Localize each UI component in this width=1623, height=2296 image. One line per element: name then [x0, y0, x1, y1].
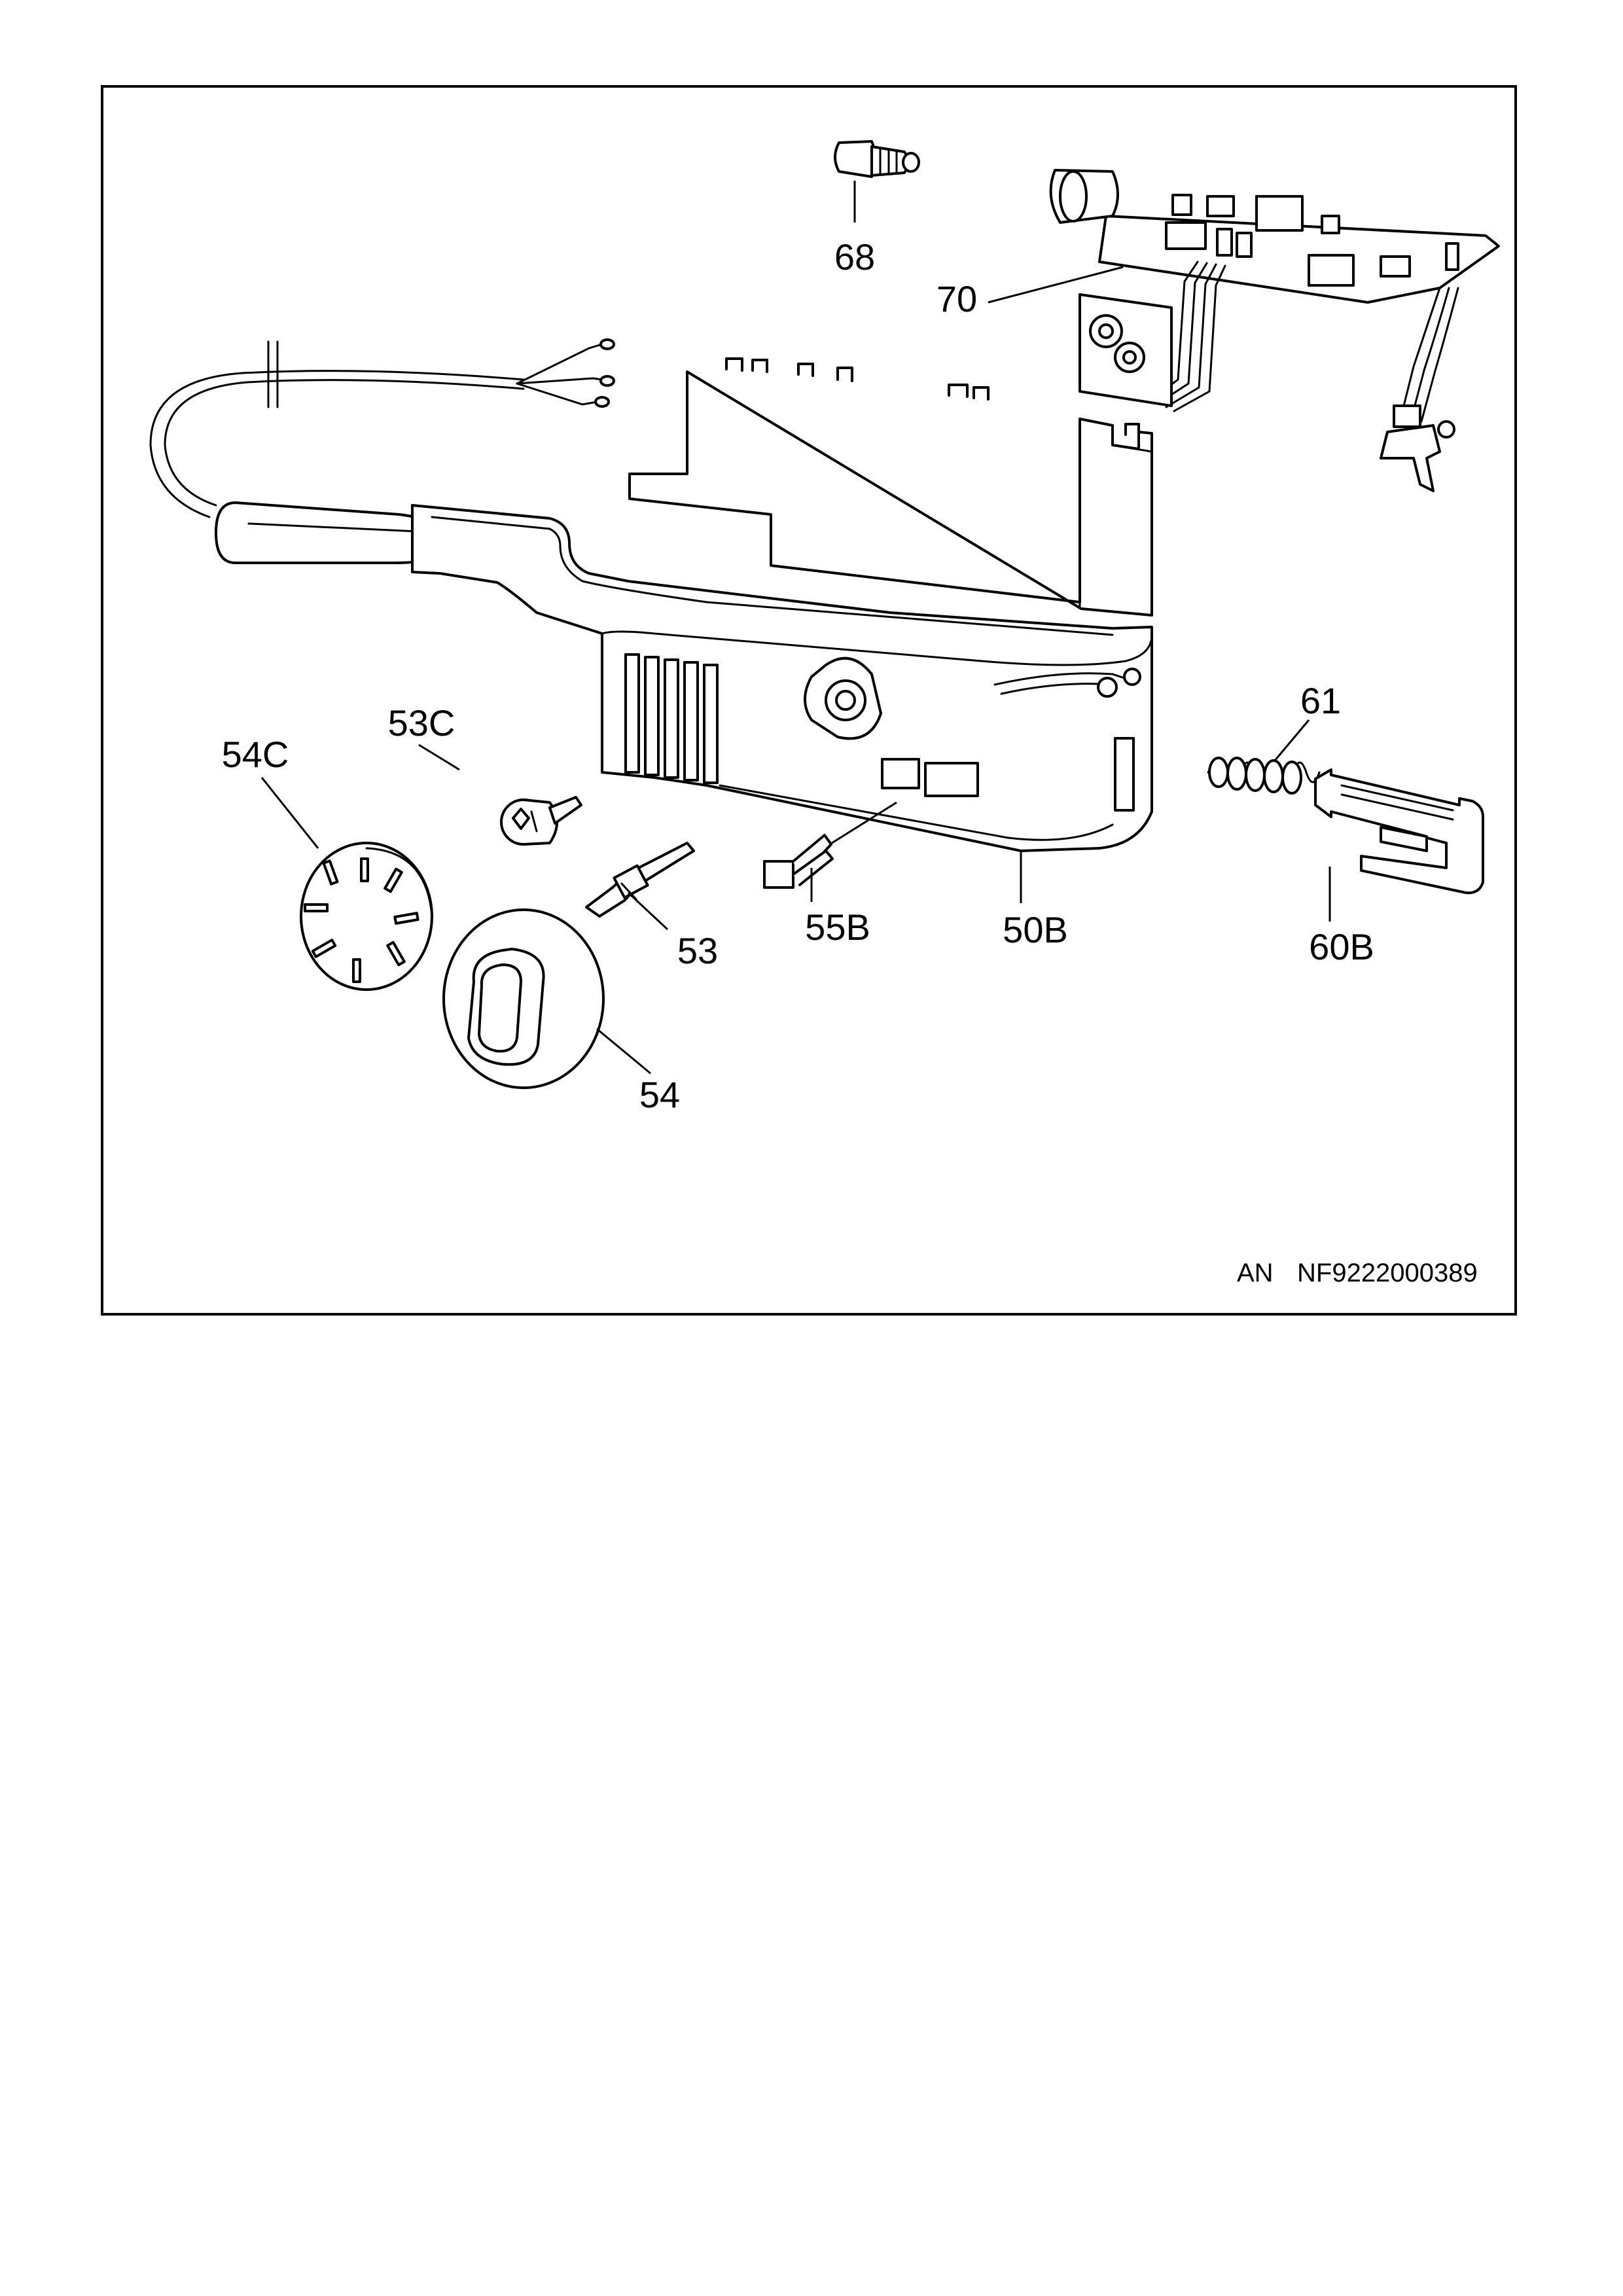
label-61: 61: [1300, 680, 1341, 721]
part-55b-lens: [763, 834, 834, 889]
leader-54c: [260, 777, 319, 849]
diagram-frame: [101, 85, 1517, 1316]
leader-70: [988, 266, 1124, 304]
label-55b: 55B: [805, 906, 870, 948]
label-53: 53: [677, 930, 718, 971]
leader-55b-target: [829, 801, 897, 846]
part-68-lamp: [834, 140, 920, 178]
footer-document-code: NF9222000389: [1297, 1259, 1478, 1287]
part-53-spindle: [585, 842, 695, 918]
label-50b: 50B: [1003, 909, 1068, 950]
part-50b-housing: [411, 357, 1153, 852]
label-68: 68: [834, 236, 875, 278]
leader-61: [1274, 719, 1310, 761]
label-70: 70: [936, 278, 977, 319]
label-53c: 53C: [388, 702, 455, 744]
part-54-knob: [442, 908, 605, 1089]
part-60b-slider: [1314, 768, 1484, 895]
leader-53: [627, 891, 669, 931]
part-54c-dial: [300, 842, 433, 991]
part-70-electronic-board: [1049, 169, 1500, 492]
label-60b: 60B: [1309, 926, 1374, 967]
label-54: 54: [639, 1074, 680, 1115]
label-54c: 54C: [222, 734, 289, 775]
leader-53c: [418, 744, 460, 771]
part-53c-shaft: [500, 796, 582, 846]
leader-54: [596, 1028, 651, 1075]
part-61-spring: [1207, 757, 1321, 795]
footer-language-code: AN: [1237, 1259, 1274, 1287]
